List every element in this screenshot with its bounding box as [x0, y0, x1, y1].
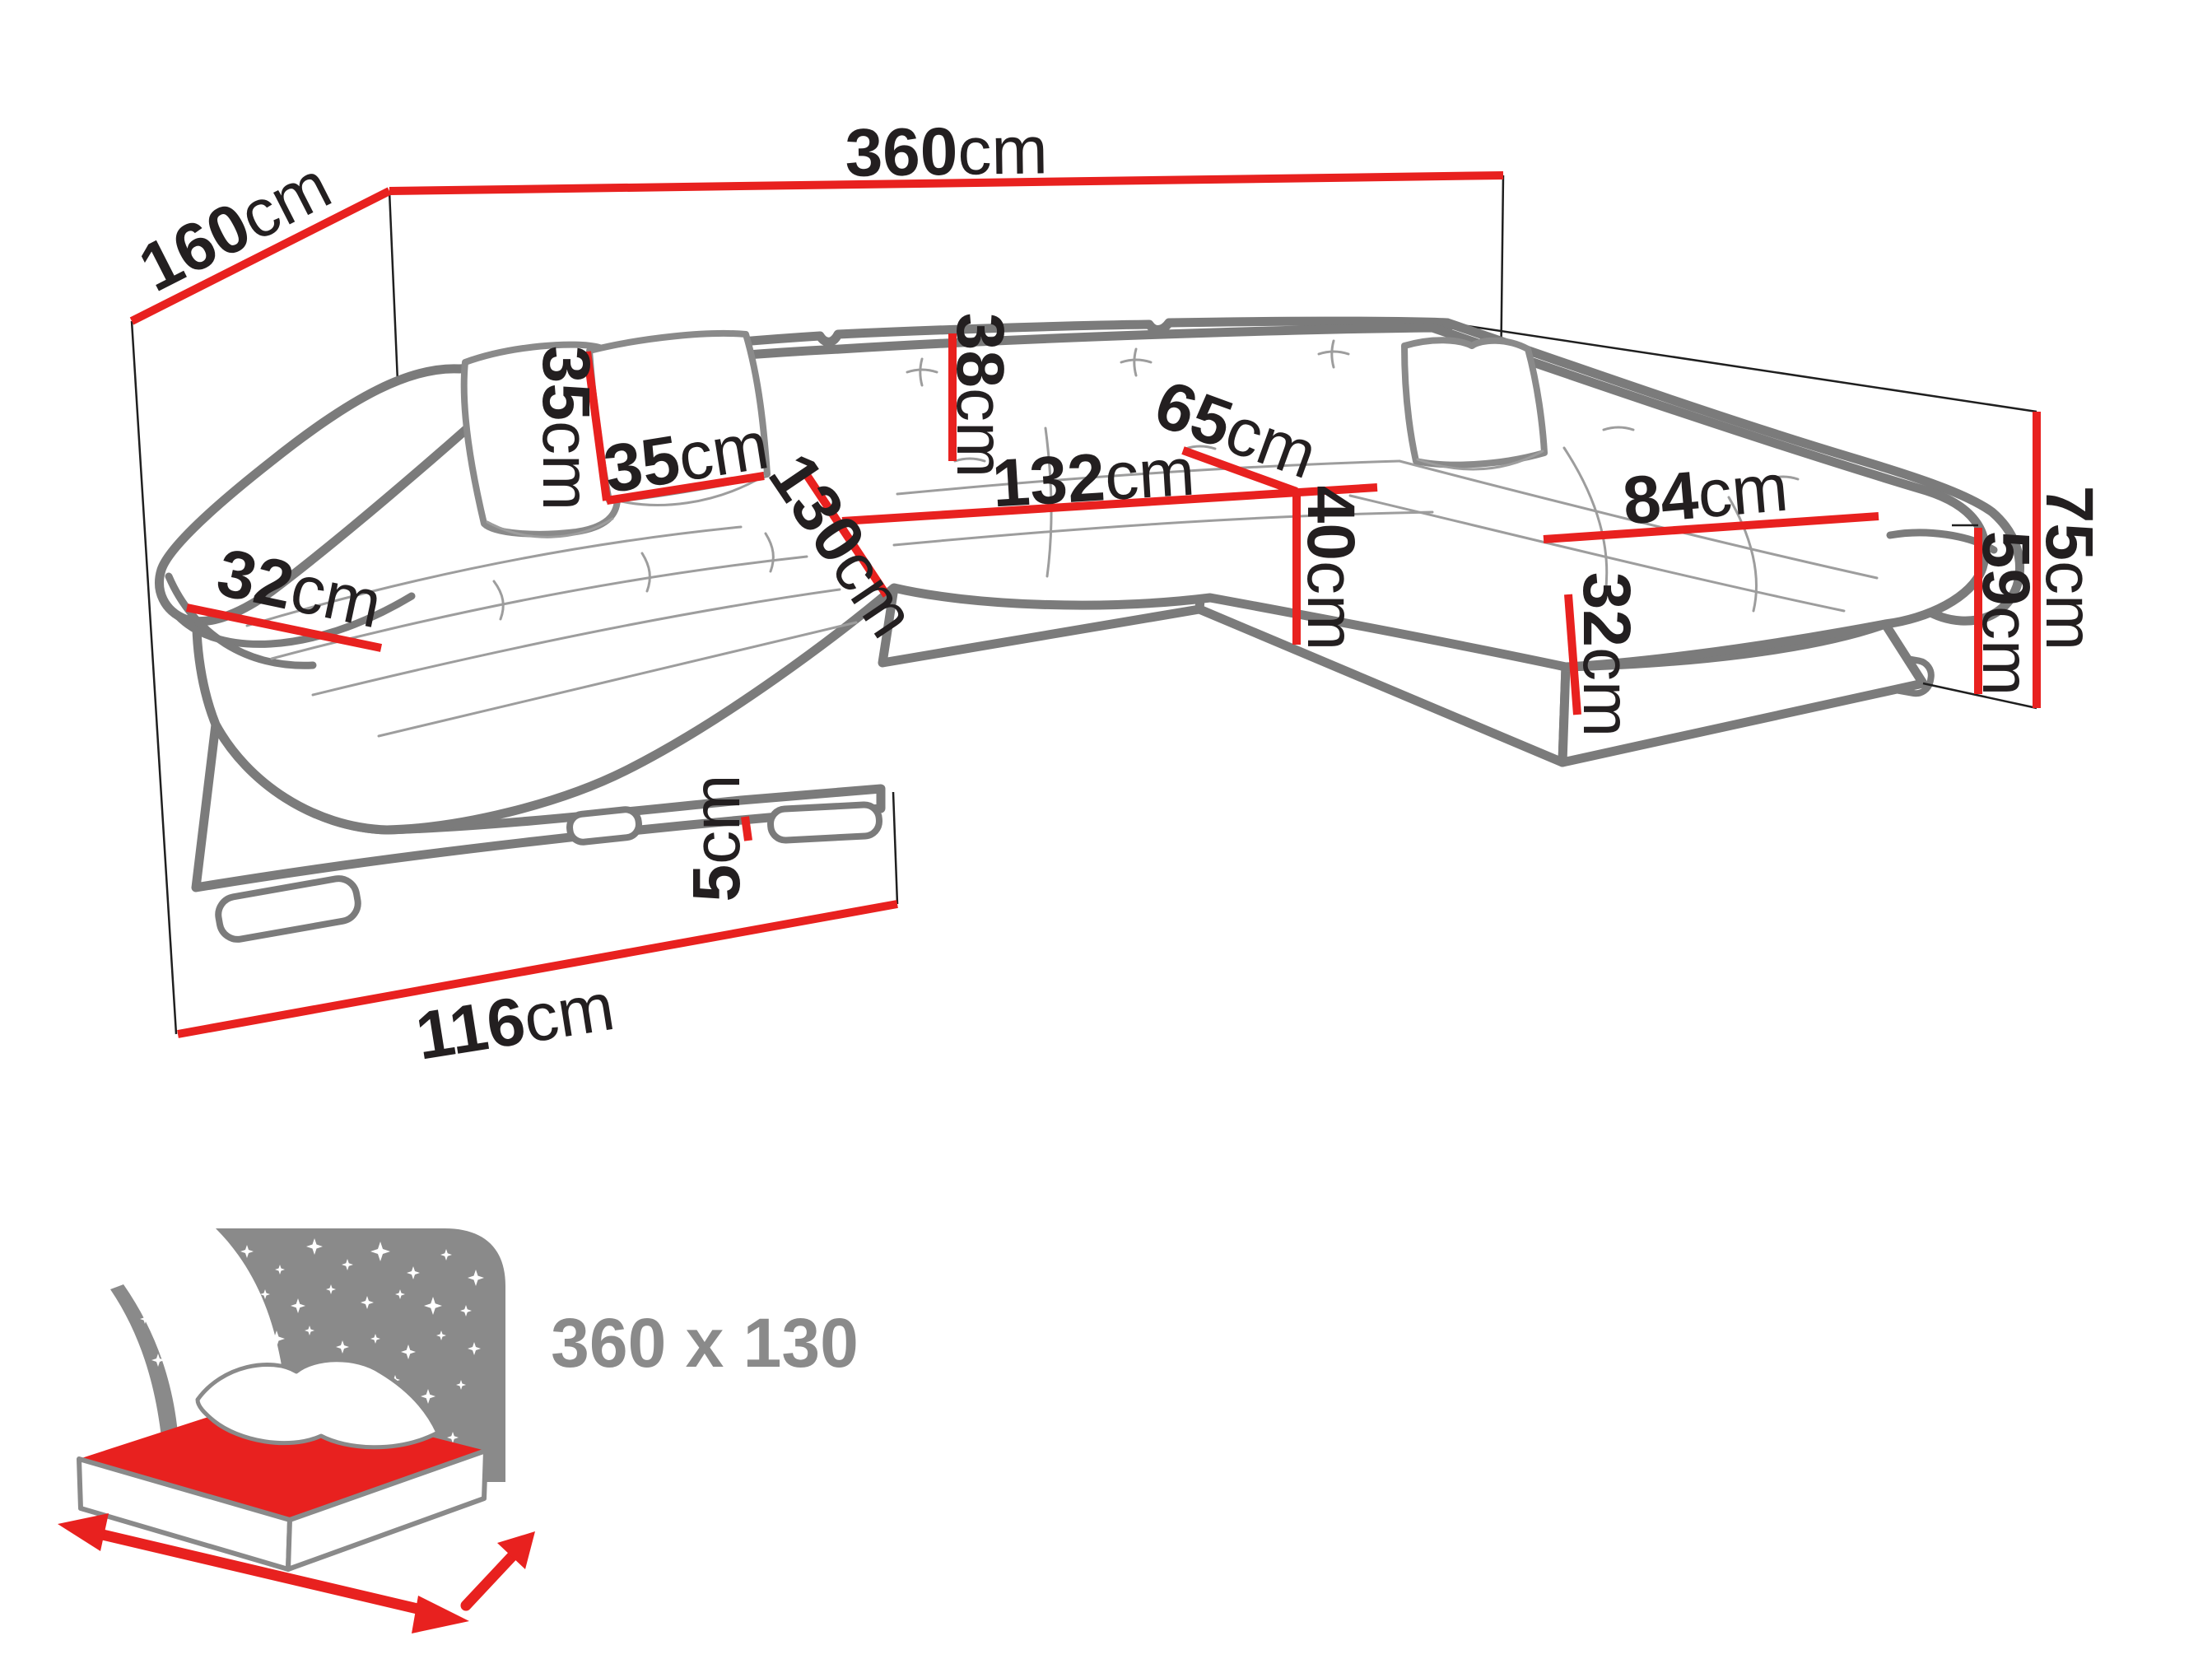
star-icon [240, 1245, 254, 1258]
star-icon [306, 1238, 323, 1255]
dim-line-left-armrest-width [185, 603, 383, 652]
sofa-pillows [460, 330, 1548, 538]
dim-label-pillow-height: 35cm [529, 346, 603, 511]
dim-line-leg-height [741, 816, 752, 841]
sofa-seams-left [245, 525, 858, 738]
mattress-arrows [58, 1513, 535, 1633]
sleeping-area-label: 360 x 130 [551, 1304, 859, 1382]
front-square-pillow-fold [609, 474, 766, 506]
dim-line-right-armrest-width [1564, 594, 1581, 715]
sofa-seams-right [1348, 426, 1879, 613]
curtain-fold [110, 1284, 180, 1478]
star-icon [370, 1334, 380, 1344]
dimension-lines [129, 171, 2041, 1038]
duvet-and-pillows [195, 1358, 440, 1450]
star-icon [407, 1266, 420, 1279]
sofa-leg [215, 875, 361, 943]
dim-line-pillow-width [606, 472, 765, 505]
star-icon [241, 1321, 253, 1333]
right-pillow-fold [1416, 450, 1544, 471]
dim-line-side-depth [129, 187, 392, 325]
dim-line-seat-depth [1181, 446, 1298, 496]
star-icon [424, 1297, 442, 1315]
right-pillow [1401, 337, 1548, 468]
star-icon [447, 1432, 459, 1443]
star-icon [151, 1354, 165, 1367]
star-icon [460, 1305, 472, 1316]
floor-line-right [1922, 682, 2037, 710]
star-icon [336, 1340, 349, 1354]
dim-label-backrest-height: 38cm [943, 313, 1018, 478]
star-icon [436, 1330, 446, 1340]
star-icon [468, 1270, 484, 1286]
star-icon [275, 1265, 285, 1275]
wall-left-edge [130, 320, 178, 1035]
star-icon [395, 1289, 405, 1299]
dim-label-middle-seat-width: 132cm [990, 435, 1197, 522]
dim-label-left-chaise-length: 116cm [411, 969, 619, 1074]
sofa-left-armrest-lower [165, 572, 317, 669]
dim-line-middle-seat-width [841, 483, 1378, 525]
star-icon [456, 1380, 466, 1390]
star-icon [291, 1298, 305, 1313]
sofa-leg [767, 801, 882, 844]
dim-label-left-armrest-width: 32cm [211, 535, 388, 643]
dim-label-seat-height: 40cm [1293, 486, 1368, 651]
left-back-pillow-fold [486, 517, 614, 538]
dim-label-total-height: 75cm [2032, 486, 2107, 651]
star-icon [342, 1259, 353, 1270]
wall-outline [130, 175, 2037, 1035]
dim-line-right-seat-width [1543, 512, 1879, 543]
star-icon [260, 1289, 270, 1299]
helper-lines [892, 524, 2037, 905]
star-icon [370, 1242, 390, 1261]
dim-label-right-seat-width: 84cm [1620, 450, 1791, 539]
star-icon [440, 1249, 452, 1261]
left-back-pillow [460, 341, 621, 538]
dim-label-leg-height: 5cm [679, 775, 754, 902]
dim-label-right-armrest-width: 32cm [1569, 572, 1644, 738]
star-icon [468, 1342, 481, 1355]
sofa-drawing [155, 316, 2024, 943]
dim-line-left-seat-diagonal [803, 473, 891, 598]
star-icon [305, 1326, 314, 1335]
star-icon [268, 1330, 285, 1347]
bed [58, 1358, 535, 1633]
sofa-left-armrest-roll [170, 592, 416, 648]
sofa-leg [566, 806, 642, 846]
star-icon [421, 1389, 435, 1404]
star-icon [401, 1344, 416, 1359]
dim-line-left-chaise-length [177, 900, 898, 1038]
tick-chaise-length [892, 791, 899, 905]
sofa-right-armrest-roll [1886, 529, 1998, 554]
star-icon [326, 1284, 336, 1294]
dim-label-armrest-height: 59cm [1968, 531, 2043, 697]
star-icon [361, 1296, 374, 1309]
mattress-front-right [286, 1448, 488, 1572]
dim-label-total-width: 360cm [845, 113, 1048, 190]
sleeping-area-icon: 360 x 130 [58, 1228, 859, 1633]
wall-bottom-edge [1456, 323, 2037, 413]
star-icon [140, 1314, 150, 1324]
dim-label-pillow-width: 35cm [599, 408, 774, 507]
dim-line-total-width [389, 171, 1504, 195]
dim-label-side-depth: 160cm [128, 147, 342, 306]
dim-line-pillow-height [583, 351, 611, 501]
star-icon [145, 1396, 155, 1406]
